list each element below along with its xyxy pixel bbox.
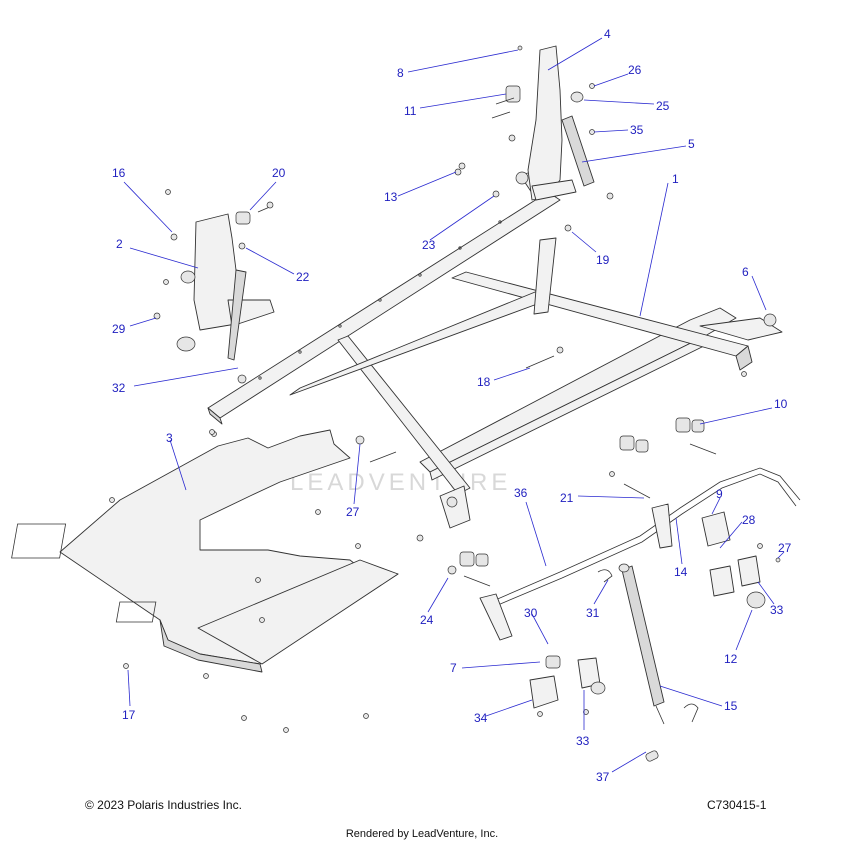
watermark: LEADVENTURE bbox=[290, 469, 511, 496]
callout-16: 16 bbox=[112, 166, 126, 180]
callout-19: 19 bbox=[596, 253, 610, 267]
callout-21: 21 bbox=[560, 491, 574, 505]
callout-3: 3 bbox=[166, 431, 173, 445]
callout-24: 24 bbox=[420, 613, 434, 627]
main-frame bbox=[207, 169, 783, 529]
callout-4: 4 bbox=[604, 27, 611, 41]
callout-33b: 33 bbox=[770, 603, 784, 617]
callout-33a: 33 bbox=[576, 734, 590, 748]
callout-20: 20 bbox=[272, 166, 286, 180]
callout-32: 32 bbox=[112, 381, 126, 395]
callout-28: 28 bbox=[742, 513, 756, 527]
callout-13: 13 bbox=[384, 190, 398, 204]
callout-5: 5 bbox=[688, 137, 695, 151]
callout-11: 11 bbox=[404, 104, 417, 118]
callout-26: 26 bbox=[628, 63, 642, 77]
callout-15: 15 bbox=[724, 699, 738, 713]
callout-1: 1 bbox=[672, 172, 679, 186]
callout-8: 8 bbox=[397, 66, 404, 80]
copyright-text: © 2023 Polaris Industries Inc. bbox=[85, 798, 242, 812]
callout-37: 37 bbox=[596, 770, 610, 784]
callout-27a: 27 bbox=[346, 505, 360, 519]
callout-25: 25 bbox=[656, 99, 670, 113]
callout-2: 2 bbox=[116, 237, 123, 251]
diagram-id: C730415-1 bbox=[707, 798, 767, 812]
mount-hardware bbox=[209, 346, 781, 717]
callout-12: 12 bbox=[724, 652, 738, 666]
rendered-by-text: Rendered by LeadVenture, Inc. bbox=[345, 828, 499, 840]
callout-7: 7 bbox=[450, 661, 457, 675]
callout-18: 18 bbox=[477, 375, 491, 389]
callout-29: 29 bbox=[112, 322, 126, 336]
left-bracket bbox=[153, 189, 275, 384]
callout-10: 10 bbox=[774, 397, 788, 411]
callout-17: 17 bbox=[122, 708, 136, 722]
skid-plate bbox=[11, 429, 399, 733]
callout-6: 6 bbox=[742, 265, 749, 279]
callout-36: 36 bbox=[514, 486, 528, 500]
shift-linkage bbox=[479, 467, 801, 762]
callout-9: 9 bbox=[716, 487, 723, 501]
callout-30: 30 bbox=[524, 606, 538, 620]
callout-23: 23 bbox=[422, 238, 436, 252]
callout-14: 14 bbox=[674, 565, 688, 579]
callout-31: 31 bbox=[586, 606, 600, 620]
callout-labels: 1 2 3 4 5 6 7 8 9 10 11 12 13 14 15 16 1… bbox=[112, 27, 792, 784]
callout-35: 35 bbox=[630, 123, 644, 137]
leader-lines bbox=[123, 37, 785, 773]
right-bracket bbox=[454, 45, 614, 232]
callout-34: 34 bbox=[474, 711, 488, 725]
callout-22: 22 bbox=[296, 270, 310, 284]
callout-27b: 27 bbox=[778, 541, 792, 555]
